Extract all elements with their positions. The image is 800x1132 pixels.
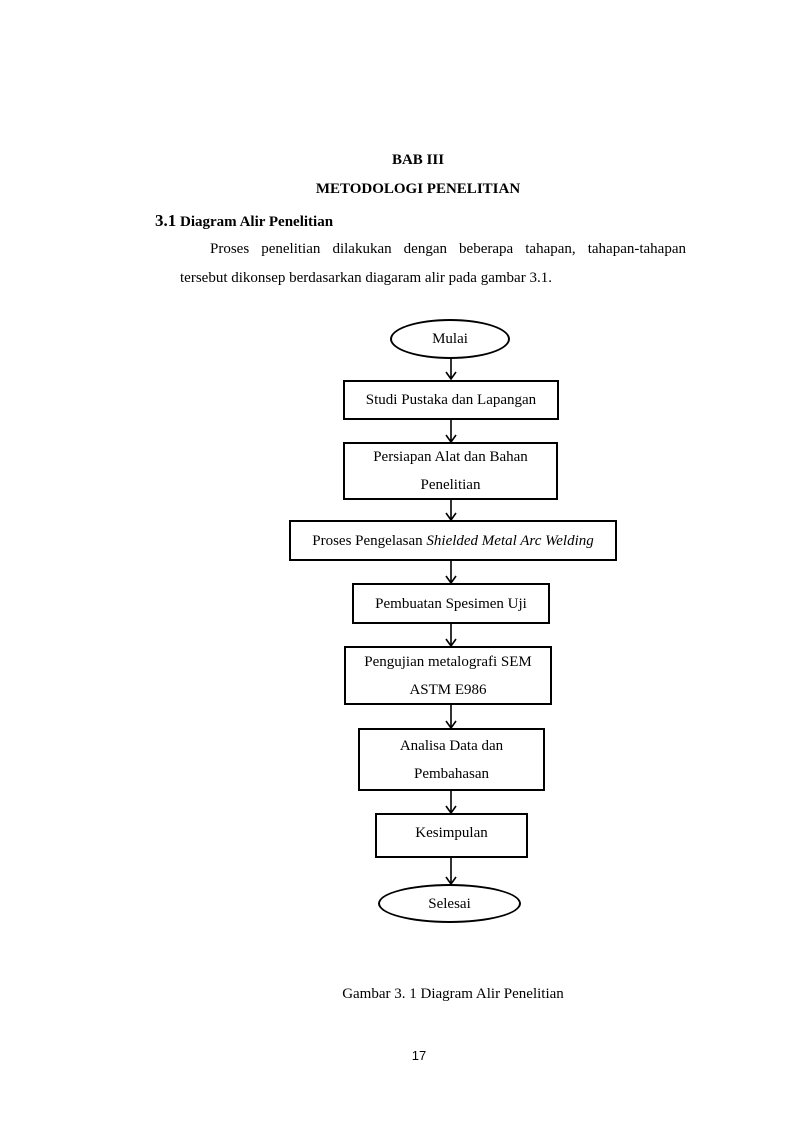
step-label: Pembuatan Spesimen Uji: [375, 595, 527, 612]
arrow-3: [445, 499, 457, 522]
step-label: Studi Pustaka dan Lapangan: [365, 392, 537, 408]
flowchart-step-data-analysis: Analisa Data dan Pembahasan: [358, 728, 545, 791]
flowchart-step-specimen-making: Pembuatan Spesimen Uji: [352, 583, 550, 624]
figure-caption: Gambar 3. 1 Diagram Alir Penelitian: [342, 986, 564, 1002]
page-number: 17: [411, 1048, 427, 1063]
chapter-title: METODOLOGI PENELITIAN: [315, 181, 521, 197]
flowchart-step-literature-study: Studi Pustaka dan Lapangan: [343, 380, 559, 420]
arrow-5: [445, 623, 457, 648]
section-number: 3.1: [155, 211, 177, 230]
arrow-8: [445, 857, 457, 886]
arrow-7: [445, 790, 457, 815]
step-label-line-1: Analisa Data dan: [399, 737, 504, 754]
step-label: Kesimpulan: [415, 825, 488, 841]
arrow-1: [445, 358, 457, 381]
flowchart-end-terminal: Selesai: [378, 884, 521, 923]
step-label-line-1: Persiapan Alat dan Bahan: [373, 449, 528, 465]
section-heading: 3.1 Diagram Alir Penelitian: [155, 211, 333, 231]
arrow-6: [445, 704, 457, 730]
paragraph-line-1: Proses penelitian dilakukan dengan beber…: [210, 241, 686, 257]
step-label-line-2: ASTM E986: [409, 681, 487, 698]
intro-paragraph: Proses penelitian dilakukan dengan beber…: [180, 235, 686, 293]
arrow-2: [445, 419, 457, 444]
step-label-line-2: Pembahasan: [414, 765, 489, 782]
chapter-heading: BAB III: [391, 152, 445, 168]
step-label: Proses Pengelasan: [312, 532, 427, 549]
flowchart-start-terminal: Mulai: [390, 319, 510, 359]
paragraph-line-2: tersebut dikonsep berdasarkan diagaram a…: [180, 270, 552, 286]
step-label-italic: Shielded Metal Arc Welding: [426, 532, 594, 549]
arrow-4: [445, 560, 457, 585]
step-label-line-2: Penelitian: [420, 477, 481, 493]
flowchart-step-conclusion: Kesimpulan: [375, 813, 528, 858]
section-title: Diagram Alir Penelitian: [180, 214, 334, 230]
step-label-line-1: Pengujian metalografi SEM: [364, 653, 532, 670]
flowchart-step-sem-testing: Pengujian metalografi SEM ASTM E986: [344, 646, 552, 705]
start-label: Mulai: [432, 331, 468, 347]
flowchart-step-preparation: Persiapan Alat dan Bahan Penelitian: [343, 442, 558, 500]
end-label: Selesai: [428, 895, 471, 912]
flowchart-step-welding-process: Proses Pengelasan Shielded Metal Arc Wel…: [289, 520, 617, 561]
